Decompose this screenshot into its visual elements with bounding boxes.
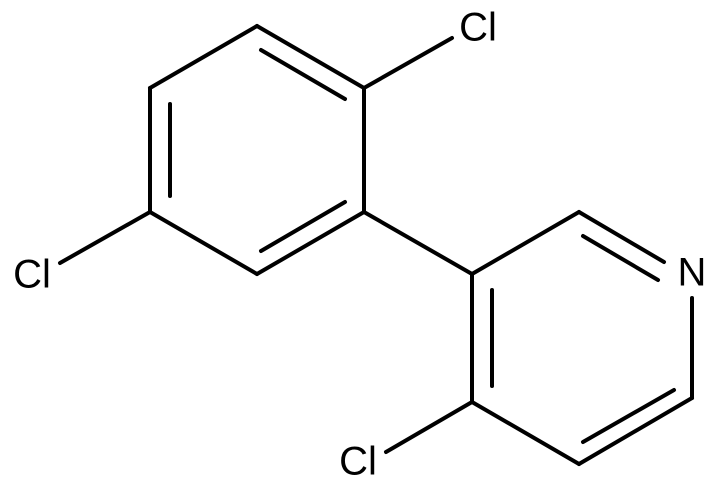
atom-label-cl-bottom: Cl (339, 440, 377, 484)
bond-pyridine-5 (470, 400, 581, 466)
bond-benzene-5 (148, 210, 259, 276)
bond-pyridine-2 (577, 210, 666, 264)
atom-label-cl-left: Cl (13, 253, 51, 297)
bond-benzene-2 (255, 24, 366, 90)
substituent-bonds (58, 36, 474, 454)
bond-pyridine-double-3 (581, 388, 676, 444)
bond-benzene-1 (148, 24, 259, 90)
atom-label-nitrogen: N (678, 251, 707, 295)
benzene-ring (148, 24, 366, 276)
bond-cl-top (362, 36, 454, 90)
pyridine-ring (470, 210, 694, 466)
bond-benzene-double-3 (259, 200, 347, 253)
bond-cl-bottom (384, 400, 474, 454)
atom-label-cl-top: Cl (459, 6, 497, 50)
bond-cl-left (58, 210, 152, 265)
atom-labels: Cl Cl N Cl (13, 6, 706, 484)
bond-biaryl (362, 210, 474, 276)
bond-pyridine-1 (470, 210, 581, 276)
bond-benzene-4 (255, 210, 366, 276)
bond-pyridine-double-2 (581, 234, 660, 282)
bond-pyridine-4 (577, 396, 694, 466)
bond-benzene-double-2 (259, 48, 347, 101)
